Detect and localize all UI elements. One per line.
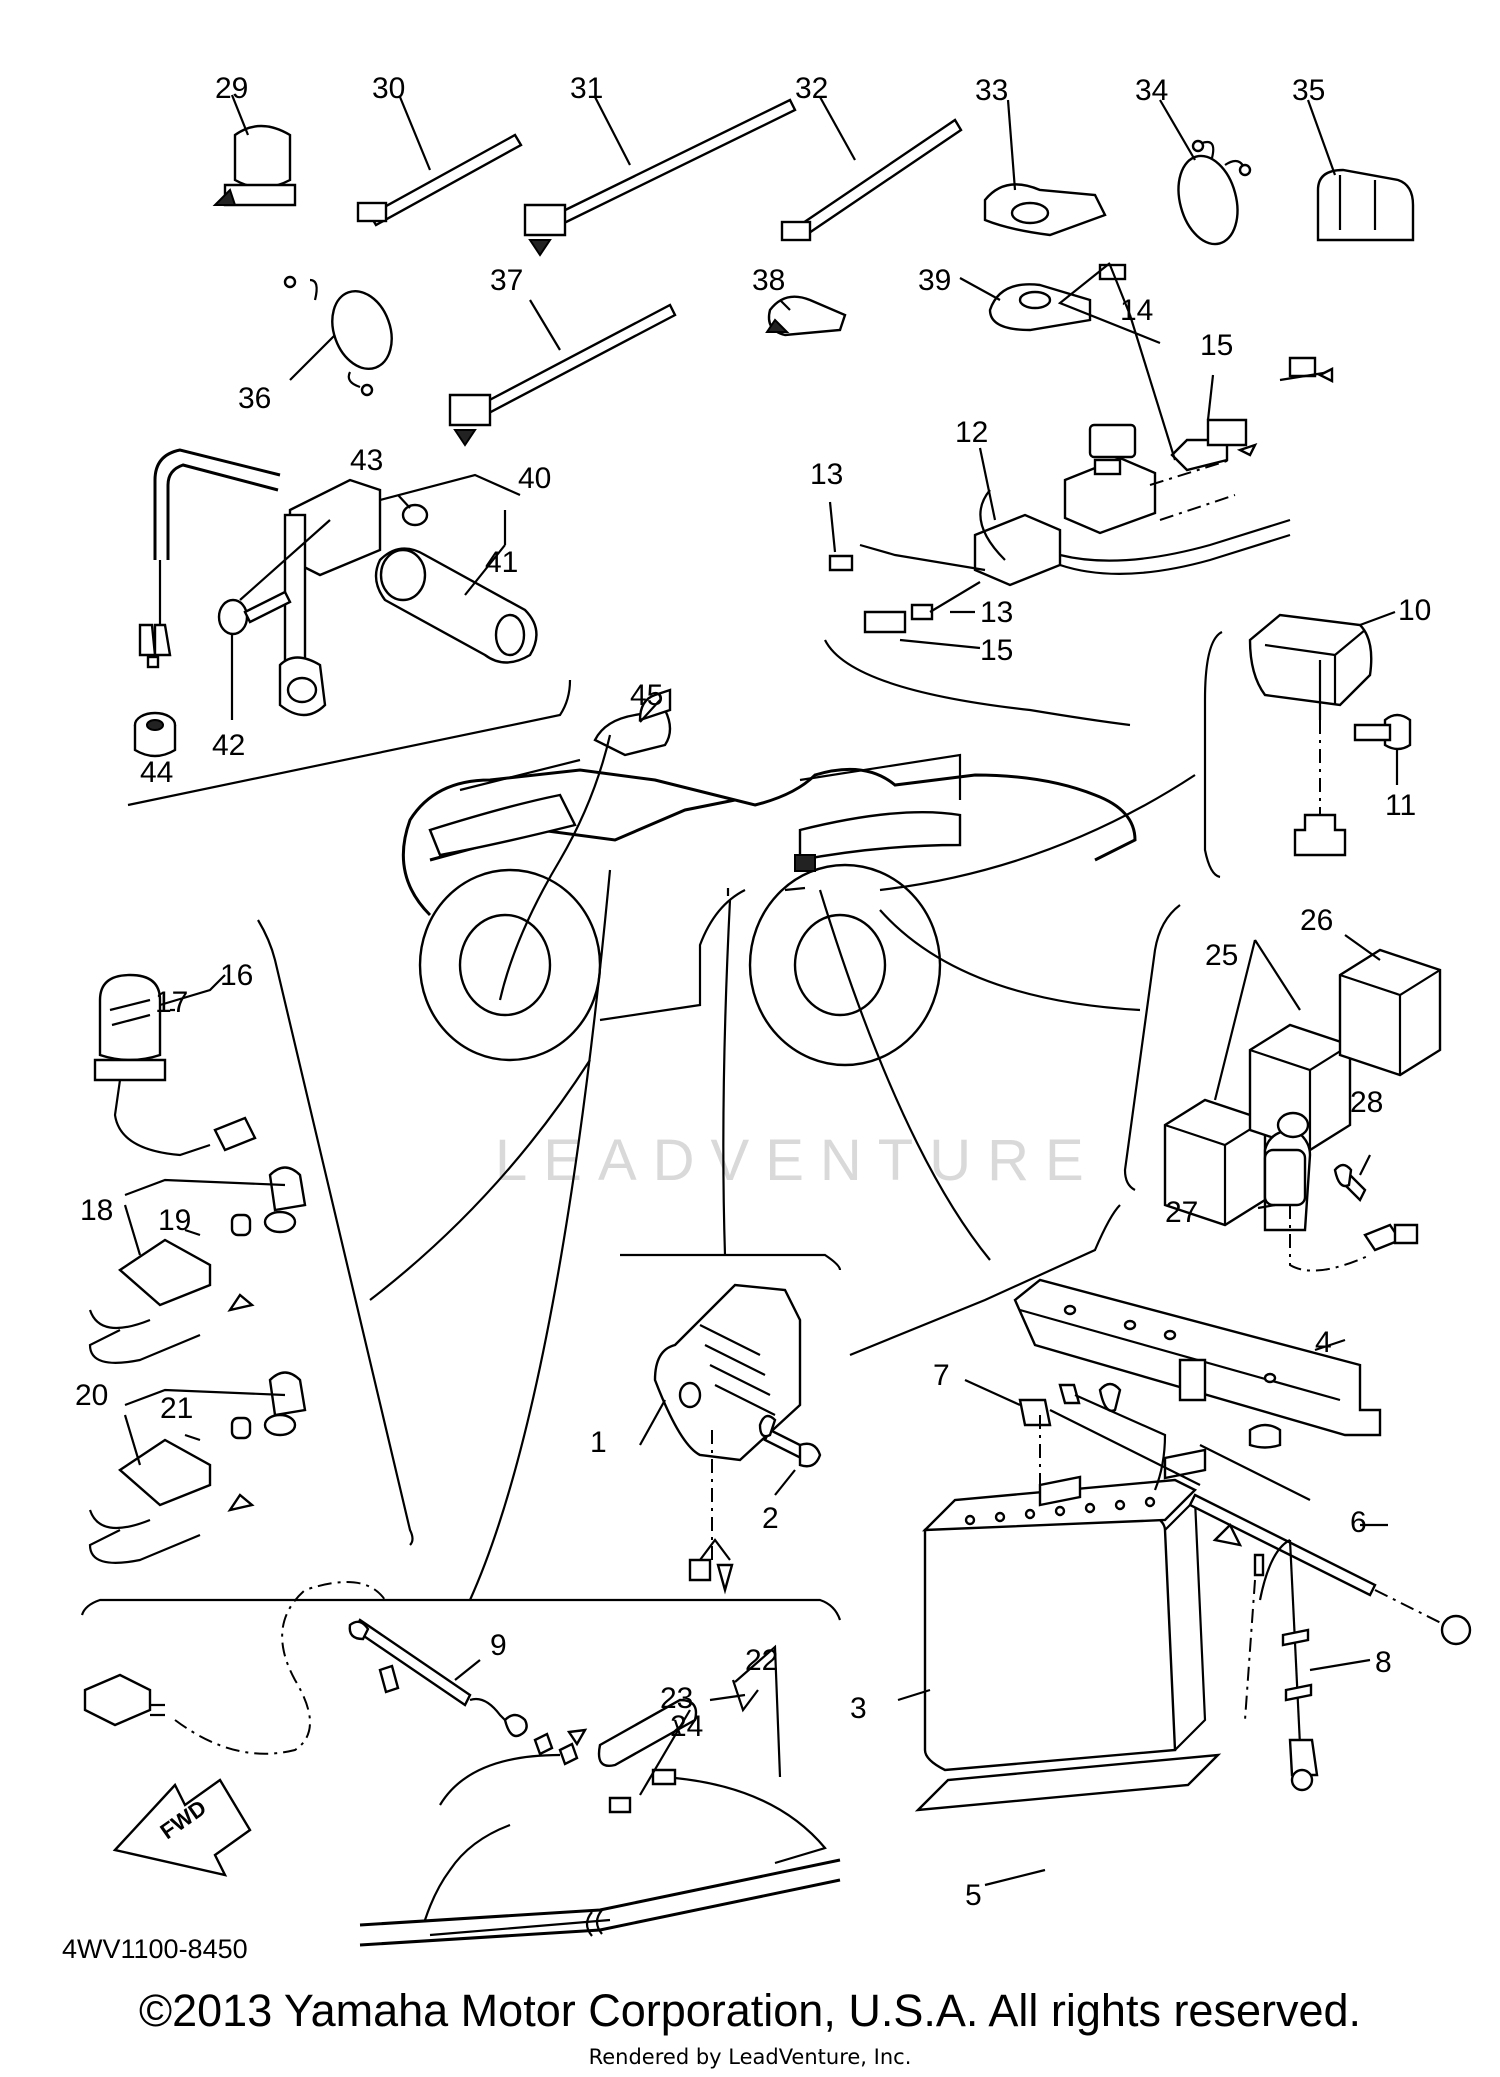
callout-17: 17 <box>155 986 188 1019</box>
callout-39: 39 <box>918 264 951 297</box>
callout-20: 20 <box>75 1379 108 1412</box>
callout-6: 6 <box>1350 1506 1367 1539</box>
callout-40: 40 <box>518 462 551 495</box>
part-36-grommet <box>283 275 393 397</box>
callout-35: 35 <box>1292 74 1325 107</box>
detail-boundary-fuse <box>824 639 1131 727</box>
detail-boundary-switch <box>127 679 572 807</box>
leader-switches-atv <box>369 1059 591 1301</box>
callout-44: 44 <box>140 756 173 789</box>
leader-45 <box>639 699 661 723</box>
part-32-cable-tie <box>780 96 963 242</box>
callout-37: 37 <box>490 264 523 297</box>
callout-3: 3 <box>850 1692 867 1725</box>
part-44-grommet <box>133 711 177 758</box>
callout-29: 29 <box>215 72 248 105</box>
callout-36: 36 <box>238 382 271 415</box>
callout-34: 34 <box>1135 74 1168 107</box>
callout-8: 8 <box>1375 1646 1392 1679</box>
part-38-clip <box>765 295 847 337</box>
diagram-code: 4WV1100-8450 <box>62 1934 248 1964</box>
callout-25: 25 <box>1205 939 1238 972</box>
callout-31: 31 <box>570 72 603 105</box>
main-switch-assembly <box>138 448 538 717</box>
leader-relays-atv <box>879 909 1141 1012</box>
rendered-by-notice: Rendered by LeadVenture, Inc. <box>588 2045 912 2069</box>
callout-11: 11 <box>1385 789 1416 822</box>
battery-group <box>897 1278 1472 1887</box>
callout-1: 1 <box>590 1426 607 1459</box>
callout-42: 42 <box>212 729 245 762</box>
callout-43: 43 <box>350 444 383 477</box>
callout-45: 45 <box>630 679 663 712</box>
part-31-cable-tie-clip <box>523 96 797 257</box>
callout-15a: 15 <box>1200 329 1233 362</box>
callout-23: 23 <box>660 1682 693 1715</box>
detail-boundary-regulator <box>620 1253 842 1271</box>
callout-15b: 15 <box>980 634 1013 667</box>
callout-41: 41 <box>485 546 518 579</box>
part-30-cable-tie <box>356 96 523 227</box>
fwd-arrow: FWD <box>112 1778 252 1877</box>
atv-vehicle-outline <box>401 688 1137 1067</box>
callout-10: 10 <box>1398 594 1431 627</box>
callout-13a: 13 <box>810 458 843 491</box>
callout-21: 21 <box>160 1392 193 1425</box>
leader-battery-atv <box>818 889 991 1261</box>
switch-group-16-21 <box>88 973 307 1564</box>
callout-24: 24 <box>670 1710 703 1743</box>
callout-2: 2 <box>762 1502 779 1535</box>
part-39-clamp <box>959 277 1092 332</box>
part-37-cable-tie-clip <box>448 299 677 447</box>
callout-30: 30 <box>372 72 405 105</box>
fuse-box-group <box>828 262 1334 650</box>
leader-harness-atv <box>468 869 612 1601</box>
detail-boundary-battery <box>849 1204 1121 1357</box>
callout-12: 12 <box>955 416 988 449</box>
callout-22: 22 <box>745 1644 778 1677</box>
detail-boundary-harness <box>80 1598 842 1621</box>
part-34-grommet <box>1159 99 1252 246</box>
callout-16: 16 <box>220 959 253 992</box>
callout-26: 26 <box>1300 904 1333 937</box>
part-29-clamp <box>212 94 297 207</box>
callout-9: 9 <box>490 1629 507 1662</box>
callout-13b: 13 <box>980 596 1013 629</box>
callout-27: 27 <box>1165 1196 1198 1229</box>
callout-32: 32 <box>795 72 828 105</box>
callout-5: 5 <box>965 1879 982 1912</box>
detail-boundary-relays <box>1123 904 1181 1191</box>
leader-regulator-atv <box>722 899 732 1256</box>
callout-numbers: 1 2 3 4 5 6 7 8 9 10 11 12 13 13 14 15 1… <box>75 72 1431 1912</box>
callout-19: 19 <box>158 1204 191 1237</box>
part-43-nut <box>397 494 429 527</box>
relay-group <box>1248 610 1412 857</box>
part-42-screw <box>217 590 292 720</box>
detail-boundary-switches <box>257 919 414 1546</box>
callout-38: 38 <box>752 264 785 297</box>
part-33-clamp <box>983 99 1107 237</box>
rectifier-regulator <box>639 1283 822 1595</box>
callout-4: 4 <box>1315 1326 1332 1359</box>
callout-18: 18 <box>80 1194 113 1227</box>
callout-28: 28 <box>1350 1086 1383 1119</box>
relay-units-25-28 <box>1163 934 1442 1272</box>
wire-harness-group <box>83 1581 841 1947</box>
copyright-notice: ©2013 Yamaha Motor Corporation, U.S.A. A… <box>138 1985 1362 2036</box>
callout-7: 7 <box>933 1359 950 1392</box>
callout-bracket-40-41 <box>379 473 521 596</box>
callout-14: 14 <box>1120 294 1153 327</box>
part-35-clamp <box>1306 99 1415 242</box>
callout-33: 33 <box>975 74 1008 107</box>
detail-boundary-relay <box>1203 631 1223 879</box>
leader-relay-atv <box>879 774 1196 892</box>
watermark: LEADVENTURE <box>495 1128 1100 1193</box>
